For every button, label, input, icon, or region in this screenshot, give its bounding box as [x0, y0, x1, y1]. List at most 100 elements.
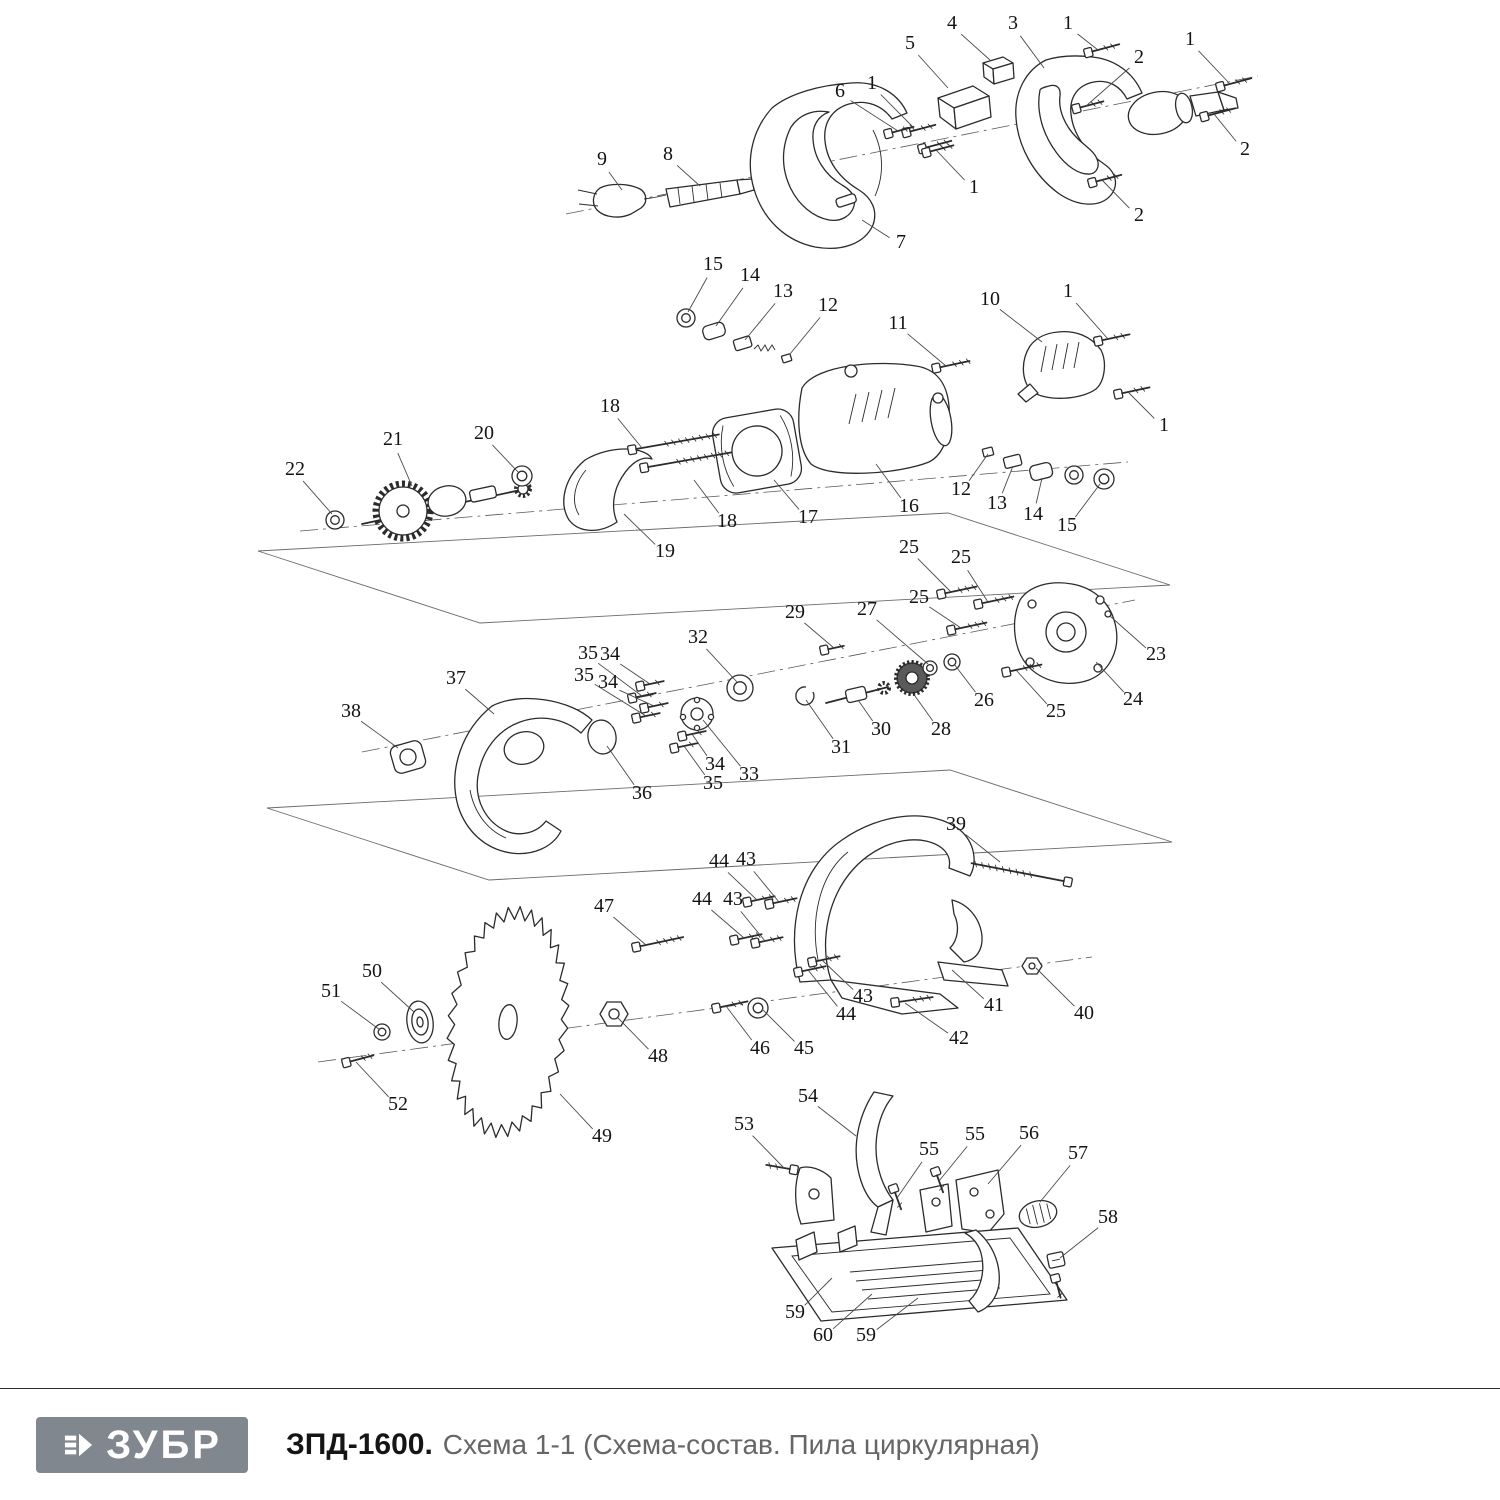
spindle [825, 681, 891, 704]
part-callout: 19 [623, 513, 675, 562]
svg-text:25: 25 [909, 586, 929, 608]
svg-text:1: 1 [1185, 28, 1195, 50]
part-callout: 25 [899, 536, 952, 593]
svg-text:59: 59 [785, 1301, 805, 1323]
brush-spring-left [780, 353, 793, 364]
part-callout: 50 [362, 960, 415, 1013]
handle-right-half [1015, 55, 1239, 205]
part-callout: 36 [606, 745, 652, 804]
part-callout: 1 [1127, 391, 1169, 436]
saw-blade [446, 905, 570, 1139]
svg-text:6: 6 [835, 80, 845, 102]
svg-text:56: 56 [1019, 1122, 1039, 1144]
part-callout: 34 [600, 643, 651, 685]
commutator [468, 485, 498, 503]
svg-text:21: 21 [383, 428, 403, 450]
part-callout: 41 [951, 969, 1004, 1016]
svg-text:17: 17 [798, 506, 818, 528]
terminal-block [982, 56, 1015, 85]
svg-text:35: 35 [703, 772, 723, 794]
part-callout: 35 [574, 664, 647, 717]
brush-holder-right [981, 446, 1054, 482]
adjust-knob [1018, 1199, 1058, 1229]
part-callout: 46 [725, 1005, 770, 1059]
reference-plane-lower [266, 769, 1173, 881]
washer-part [747, 997, 769, 1019]
svg-text:5: 5 [905, 32, 915, 54]
part-callout: 18 [693, 479, 737, 532]
motor-rear-cover [1017, 330, 1106, 403]
part-callout: 47 [594, 895, 647, 946]
pivot-bracket-left [794, 1166, 835, 1225]
svg-text:25: 25 [951, 546, 971, 568]
svg-text:51: 51 [321, 980, 341, 1002]
upper-blade-guard [793, 815, 1009, 1015]
svg-text:43: 43 [736, 848, 756, 870]
screw [887, 1183, 903, 1211]
part-callout: 28 [914, 695, 951, 740]
svg-text:10: 10 [980, 288, 1000, 310]
svg-text:50: 50 [362, 960, 382, 982]
svg-text:48: 48 [648, 1045, 668, 1067]
retaining-ring [587, 716, 620, 755]
washer-part [1093, 468, 1115, 490]
svg-text:25: 25 [899, 536, 919, 558]
svg-text:1: 1 [1063, 280, 1073, 302]
switch-block [937, 85, 992, 130]
svg-text:1: 1 [1063, 12, 1073, 34]
screw [741, 894, 776, 908]
svg-text:58: 58 [1098, 1206, 1118, 1228]
part-callout: 15 [687, 253, 723, 313]
screw [1112, 385, 1151, 400]
screw [627, 432, 720, 456]
part-callout: 33 [702, 719, 759, 785]
washer-part [726, 674, 754, 702]
carbon-brush-left [732, 335, 753, 352]
washer-part [943, 653, 961, 671]
part-callout: 56 [987, 1122, 1039, 1185]
part-callout: 12 [789, 294, 838, 355]
part-callout: 55 [896, 1138, 939, 1199]
svg-text:7: 7 [896, 231, 906, 253]
cord-protector [665, 178, 755, 208]
screw [638, 701, 669, 714]
screw [1092, 332, 1131, 347]
screw [1214, 77, 1253, 93]
svg-text:36: 36 [632, 782, 652, 804]
part-callout: 4 [947, 12, 991, 61]
armature [361, 480, 532, 542]
reference-plane-upper [257, 512, 1171, 624]
part-callout: 44 [709, 850, 758, 901]
lower-guard-fin [964, 1229, 1000, 1313]
screw [945, 620, 988, 636]
part-callout: 15 [1057, 483, 1101, 536]
part-callout: 14 [1023, 477, 1043, 525]
part-callout: 1 [935, 149, 979, 198]
exploded-view-diagram: 4315126129812715141312111011182021221918… [257, 12, 1259, 1346]
part-callout: 35 [578, 642, 643, 697]
depth-adjust-nut [1021, 957, 1043, 975]
screw [710, 999, 749, 1014]
svg-text:16: 16 [899, 495, 919, 517]
blade-flange-outer [406, 1000, 434, 1044]
screw [340, 1053, 375, 1069]
part-callout: 30 [857, 699, 891, 740]
brand-logo: ЗУБР [36, 1416, 248, 1473]
screw [630, 711, 661, 724]
part-callout: 44 [692, 888, 745, 939]
part-callout: 3 [1008, 12, 1045, 69]
svg-text:3: 3 [1008, 12, 1018, 34]
part-callout: 43 [736, 848, 780, 903]
screw [634, 679, 665, 692]
washer-part [325, 510, 345, 530]
washer-part [373, 1023, 391, 1041]
svg-text:30: 30 [871, 718, 891, 740]
svg-text:27: 27 [857, 598, 877, 620]
svg-text:13: 13 [773, 280, 793, 302]
screw [668, 741, 699, 754]
part-callout: 54 [798, 1085, 857, 1137]
svg-text:14: 14 [740, 264, 760, 286]
brand-name: ЗУБР [106, 1422, 222, 1467]
svg-text:35: 35 [578, 642, 598, 664]
svg-text:29: 29 [785, 601, 805, 623]
